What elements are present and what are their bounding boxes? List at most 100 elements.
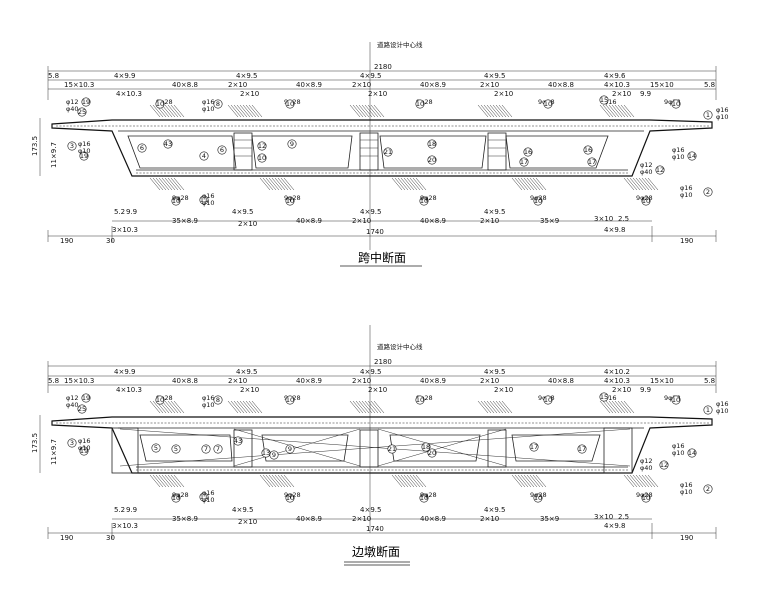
top-dim-r1-6: 5.8	[704, 377, 715, 385]
hatch-line	[529, 177, 541, 191]
bot-outer-mid: 30	[106, 534, 115, 542]
hatch-line	[394, 474, 406, 488]
hatch-line	[152, 104, 164, 118]
hatch-line	[623, 474, 635, 488]
web-height-dim: 11×9.7	[50, 142, 58, 168]
rebar-tag: φ16	[680, 481, 693, 489]
hatch-line	[532, 474, 544, 488]
webs	[233, 132, 507, 171]
hatch-line	[352, 400, 364, 414]
top-dim-r1-6: 5.8	[704, 81, 715, 89]
hatch-line	[620, 104, 632, 118]
marker-circle	[201, 444, 211, 454]
marker-label: 10	[544, 100, 552, 108]
bot-outer-right: 190	[680, 534, 693, 542]
bot-dim-r2-0: 3×10.3	[112, 522, 138, 530]
hatch-line	[364, 400, 376, 414]
marker-label: 7	[216, 445, 220, 453]
hatch-line	[483, 400, 495, 414]
top-dim-r2-8: 4×10.3	[604, 377, 630, 385]
top-dim-r2-3: 40×8.9	[296, 377, 322, 385]
hatch-line	[529, 474, 541, 488]
marker-label: 10	[416, 396, 424, 404]
hatch-line	[517, 474, 529, 488]
hatch-line	[403, 474, 415, 488]
hatch-line	[280, 177, 292, 191]
bot-dim-r2-4: 2×10	[352, 515, 371, 523]
marker-circle	[703, 484, 713, 494]
top-dim-r2-1: 40×8.8	[172, 377, 198, 385]
rebar-tag: φ10	[680, 191, 693, 199]
marker-circle	[533, 196, 543, 206]
hatch-line	[149, 104, 161, 118]
hatch-line	[259, 474, 271, 488]
hatch-line	[629, 474, 641, 488]
top-dim-r3-2: 2×10	[368, 90, 387, 98]
top-dim-r2-6: 2×10	[480, 81, 499, 89]
bot-dim-r1-4: 4×9.5	[484, 506, 505, 514]
hatch-line	[626, 177, 638, 191]
marker-circle	[285, 493, 295, 503]
bot-dim-r1-6: 2.5	[618, 513, 629, 521]
hatch-line	[280, 474, 292, 488]
hatch-line	[227, 104, 239, 118]
bot-dim-r1-2: 4×9.5	[232, 208, 253, 216]
rebar-tag: φ10	[78, 444, 91, 452]
hatch-line	[367, 400, 379, 414]
hatch-line	[605, 104, 617, 118]
marker-label: 43	[234, 437, 242, 445]
marker-label: 20	[428, 449, 436, 457]
hatch-line	[358, 104, 370, 118]
marker-circle	[79, 446, 89, 456]
rebar-tag: φ16	[78, 140, 91, 148]
hatch-line	[632, 474, 644, 488]
marker-label: 5	[174, 445, 178, 453]
hatch-line	[526, 177, 538, 191]
marker-label: 10	[286, 494, 294, 502]
hatch-line	[412, 177, 424, 191]
bot-dim-r2-8: 4×9.8	[604, 226, 625, 234]
marker-circle	[151, 443, 161, 453]
marker-circle	[583, 145, 593, 155]
marker-label: 43	[164, 140, 172, 148]
bot-dim-r2-1: 35×8.9	[172, 515, 198, 523]
hatch-line	[535, 474, 547, 488]
hatch-line	[477, 104, 489, 118]
rebar-tag: 9φ28	[530, 491, 547, 499]
marker-label: 14	[688, 152, 696, 160]
marker-label: 25	[78, 108, 86, 116]
marker-label: 10	[172, 197, 180, 205]
marker-circle	[233, 436, 243, 446]
top-dim-r2-9: 15×10	[650, 377, 674, 385]
marker-circle	[77, 404, 87, 414]
top-dim-r1-0: 5.8	[48, 377, 59, 385]
rebar-tag: φ12	[66, 98, 79, 106]
top-dim-r2-6: 2×10	[480, 377, 499, 385]
hatch-line	[155, 177, 167, 191]
hatch-line	[239, 400, 251, 414]
section-midspan: 道路设计中心线 2180 5.8 4×9.9 4×9.5 4×9.5 4×9.5…	[31, 40, 729, 267]
hatch-line	[406, 177, 418, 191]
hatch-line	[277, 474, 289, 488]
top-dim-r2-8: 4×10.3	[604, 81, 630, 89]
marker-label: 15	[600, 393, 608, 401]
top-dim-r1-5: 4×10.2	[604, 368, 630, 376]
rebar-tag: φ16	[672, 146, 685, 154]
hatch-line	[283, 177, 295, 191]
bot-dim-r1-1: 9.9	[126, 208, 137, 216]
bot-outer-right: 190	[680, 237, 693, 245]
marker-label: 10	[420, 494, 428, 502]
rebar-tag: φ16	[604, 394, 617, 402]
rebar-tag: φ10	[672, 153, 685, 161]
cell-4	[511, 434, 601, 462]
marker-circle	[599, 392, 609, 402]
top-dim-r1-3: 4×9.5	[360, 72, 381, 80]
marker-circle	[427, 155, 437, 165]
hatch-line	[523, 177, 535, 191]
hatch-line	[283, 474, 295, 488]
hatch-line	[489, 400, 501, 414]
top-dim-r2-1: 40×8.8	[172, 81, 198, 89]
rebar-tag: φ40	[640, 464, 653, 472]
hatch-line	[370, 400, 382, 414]
hatch-line	[158, 177, 170, 191]
